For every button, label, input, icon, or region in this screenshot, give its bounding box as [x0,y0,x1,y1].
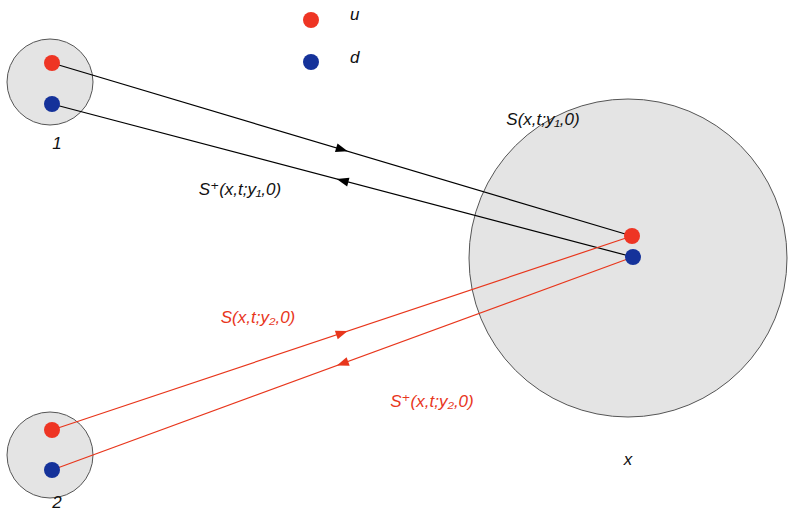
propagator-label: S(x,t;y₂,0) [221,308,296,328]
region-label: 1 [52,134,61,154]
circle-outline [6,38,94,126]
region-label: x [624,450,633,470]
legend-text: d [350,48,359,68]
propagator-label: S(x,t;y₁,0) [506,110,579,130]
region-circle: x [468,98,788,418]
quark-dots [6,411,94,499]
quark-dots [468,98,788,418]
quark-dots [6,38,94,126]
propagator-label: S⁺(x,t;y₁,0) [199,180,281,200]
legend-text: u [350,5,359,25]
region-label: 2 [52,493,61,513]
region-circle: 1 [6,38,94,126]
region-circle: 2 [6,411,94,499]
propagator-label: S⁺(x,t;y₂,0) [390,392,473,412]
legend-swatch [303,12,319,28]
legend-swatch [303,54,319,70]
